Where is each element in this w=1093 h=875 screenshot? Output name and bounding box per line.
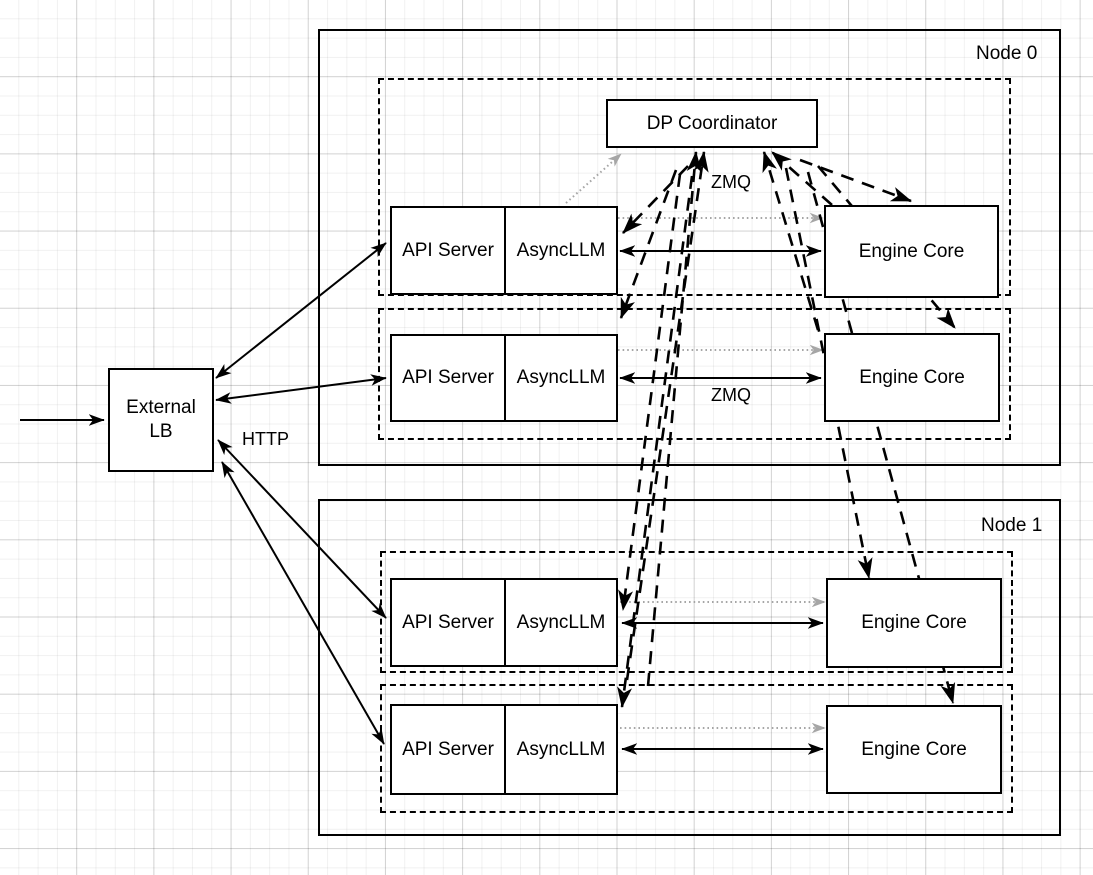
node-0-label: Node 0 <box>976 43 1038 64</box>
n1g1-engine-core[interactable]: Engine Core <box>826 705 1002 794</box>
n0g0-zmq-label: ZMQ <box>711 172 751 192</box>
edge-n1g0-enginecore-to-coordinator <box>625 150 709 681</box>
edge-lb-to-n1g1-api <box>221 461 385 745</box>
n0g0-api-server-label: API Server <box>402 239 494 261</box>
n0g1-engine-core-label: Engine Core <box>859 366 965 388</box>
n0g1-zmq-label: ZMQ <box>711 385 751 405</box>
edge-n0g1-enginecore-to-coordinator <box>762 151 820 331</box>
http-label: HTTP <box>242 429 289 449</box>
node-0-group-0-dashed <box>378 78 1011 296</box>
n1g1-api-server-label: API Server <box>402 738 494 760</box>
n1g0-async-llm-label: AsyncLLM <box>516 611 606 633</box>
edge-coordinator-to-n0g1-enginecore <box>817 165 956 329</box>
external-lb-line1: External <box>126 397 196 419</box>
external-lb-label: External LB <box>126 396 196 444</box>
n0g0-async-llm[interactable]: AsyncLLM <box>506 208 616 293</box>
n0g1-server-pair[interactable]: API Server AsyncLLM <box>390 334 618 422</box>
n1g1-server-pair[interactable]: API Server AsyncLLM <box>390 704 618 795</box>
edge-coordinator-to-n0g1-asyncllm <box>619 169 678 319</box>
dp-coordinator-label: DP Coordinator <box>646 112 778 134</box>
node-1-label: Node 1 <box>981 515 1043 536</box>
edge-coordinator-to-n0g0-asyncllm <box>622 165 689 234</box>
n0g0-engine-core-label: Engine Core <box>858 240 965 262</box>
edge-lb-to-n1g0-api <box>217 439 387 619</box>
n1g0-server-pair[interactable]: API Server AsyncLLM <box>390 578 618 667</box>
edge-n1g1-enginecore-to-coordinator <box>646 150 702 687</box>
external-lb-box[interactable]: External LB <box>108 368 214 472</box>
n1g1-engine-core-label: Engine Core <box>861 738 967 760</box>
n0g0-async-llm-label: AsyncLLM <box>516 239 606 261</box>
n1g1-async-llm-label: AsyncLLM <box>516 738 606 760</box>
edge-coordinator-to-n0g0-enginecore <box>799 158 912 203</box>
n0g1-engine-core[interactable]: Engine Core <box>824 333 1000 422</box>
node-1-group-1-dashed <box>380 684 1013 813</box>
edge-lb-to-n0g0-api <box>215 242 387 379</box>
n0g0-engine-core[interactable]: Engine Core <box>824 205 999 298</box>
edge-n0g0-enginecore-to-coordinator <box>771 151 833 206</box>
edge-coordinator-to-n1g1-asyncllm <box>617 175 694 709</box>
n1g0-engine-core-label: Engine Core <box>861 612 967 634</box>
n0g1-api-server[interactable]: API Server <box>392 336 506 420</box>
n0g1-api-server-label: API Server <box>402 367 494 389</box>
n0g1-async-llm-label: AsyncLLM <box>516 367 606 389</box>
n1g0-api-server[interactable]: API Server <box>392 580 506 665</box>
edge-n0g0-asyncllm-to-coordinator-dotted <box>565 153 622 204</box>
external-lb-line2: LB <box>149 421 173 442</box>
n1g0-engine-core[interactable]: Engine Core <box>826 578 1002 668</box>
edge-coordinator-to-n1g0-asyncllm <box>618 173 682 612</box>
dp-coordinator-box[interactable]: DP Coordinator <box>606 99 818 148</box>
n1g1-async-llm[interactable]: AsyncLLM <box>506 706 616 793</box>
n1g0-api-server-label: API Server <box>402 611 494 633</box>
n0g1-async-llm[interactable]: AsyncLLM <box>506 336 616 420</box>
edge-lb-to-n0g1-api <box>215 374 387 404</box>
n1g1-api-server[interactable]: API Server <box>392 706 506 793</box>
n0g0-server-pair[interactable]: API Server AsyncLLM <box>390 206 618 295</box>
n0g0-api-server[interactable]: API Server <box>392 208 506 293</box>
n1g0-async-llm[interactable]: AsyncLLM <box>506 580 616 665</box>
